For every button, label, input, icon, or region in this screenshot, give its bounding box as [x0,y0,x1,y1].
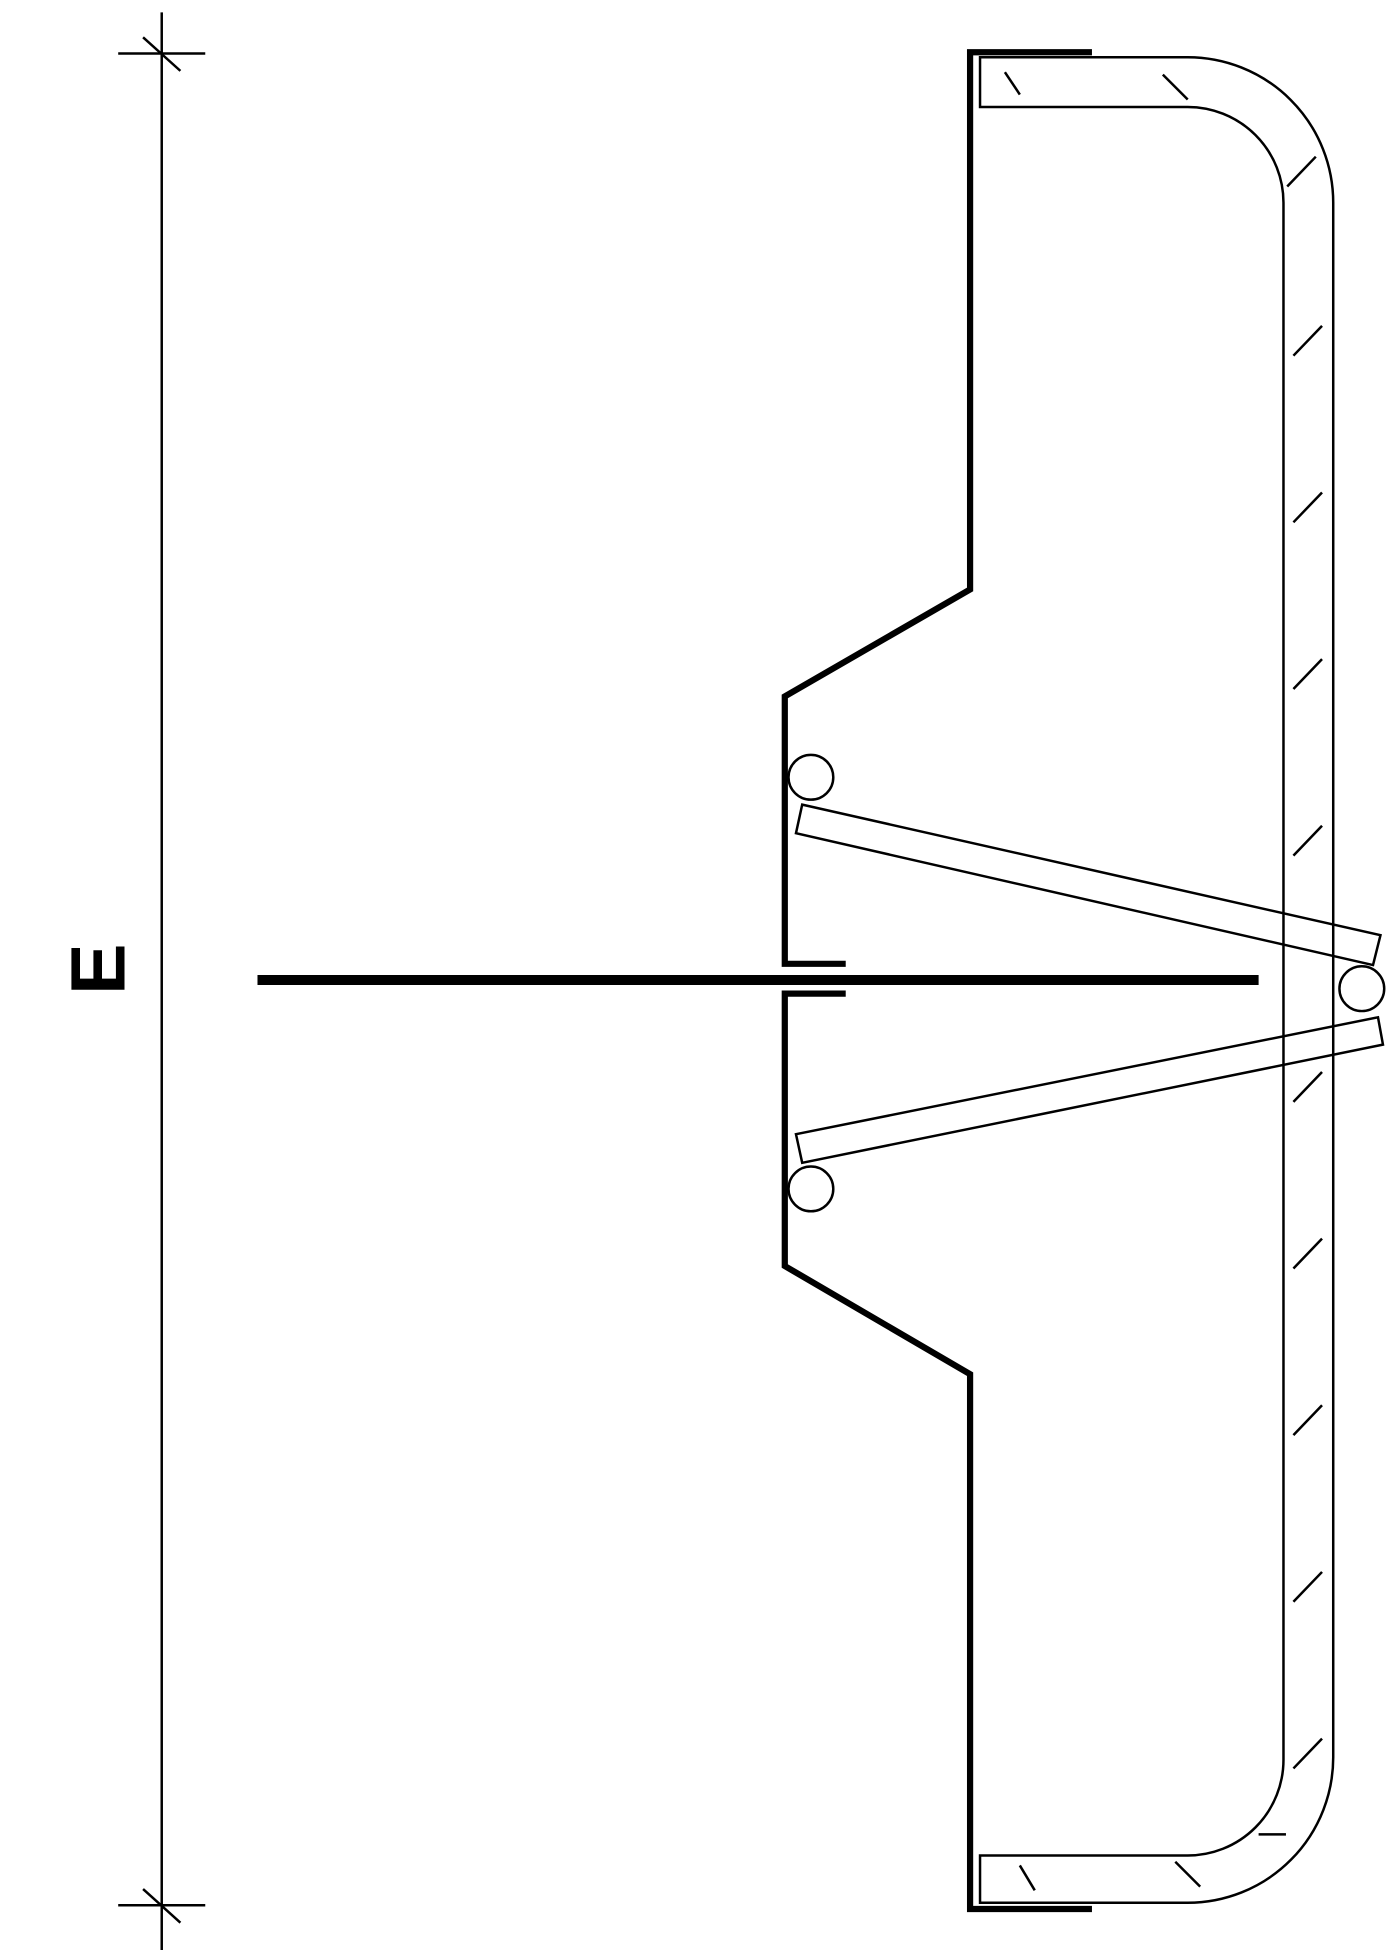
pivot-lower [787,1165,835,1213]
glass-hatching [1003,71,1323,1891]
dimension-label: E [55,943,141,994]
lower-arm [794,1015,1385,1165]
wall-profile [781,49,1092,1913]
hinge-mechanism [787,753,1386,1213]
pivot-upper [787,753,835,801]
upper-arm [794,803,1382,967]
glass-frame [978,55,1335,1904]
pivot-center [1338,965,1386,1013]
dimension-line: E [55,12,206,1950]
